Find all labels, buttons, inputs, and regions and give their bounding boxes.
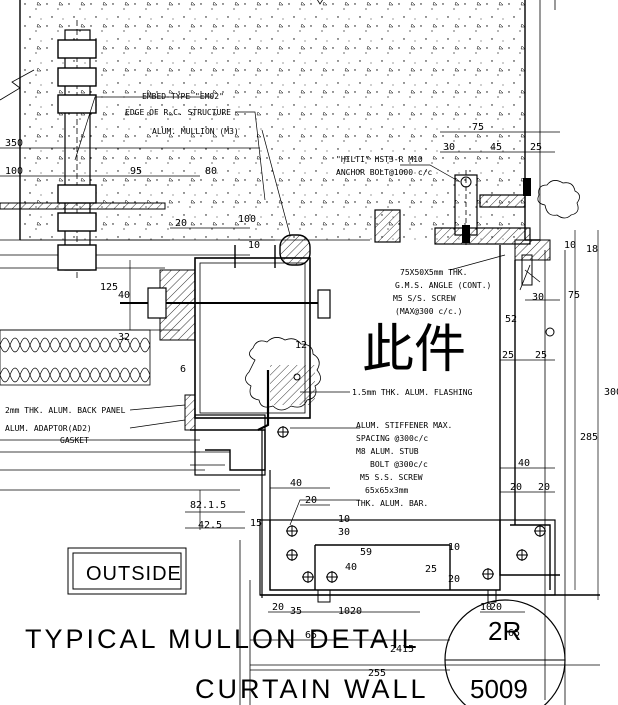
note-anchor-bolt: ANCHOR BOLT@1000 c/c [336,168,433,177]
dim-label: 75 [568,290,580,301]
dim-label: 20 [305,495,317,506]
dim-label: 18 [586,244,598,255]
dim-label: 30 [338,527,350,538]
dim-label: 30 [443,142,455,153]
dim-label: 255 [368,668,386,679]
dim-label: 300 [604,387,618,398]
dim-label: 15 [250,518,262,529]
dim-label: 25 [425,564,437,575]
dim-label: 95 [130,166,142,177]
dim-label: 52 [505,314,517,325]
note-hilti: "HILTI" HST3-R M10 [336,155,423,164]
dimension-labels: 350 100 95 80 20 100 10 75 30 45 25 10 1… [5,122,618,679]
dim-label: 10 [338,514,350,525]
dim-label: 20 [350,606,362,617]
note-angle-3: M5 S/S. SCREW [393,294,456,303]
note-stiffener-4: BOLT @300c/c [370,460,428,469]
dim-label: 350 [5,138,23,149]
note-back-panel: 2mm THK. ALUM. BACK PANEL [5,406,126,415]
flashing-area [245,337,321,431]
dim-label: 2415 [390,644,414,655]
dim-label: 32 [118,332,130,343]
dim-label: 25 [502,350,514,361]
note-flashing: 1.5mm THK. ALUM. FLASHING [352,388,473,397]
dimension-lines [0,131,600,671]
insulation [0,329,151,386]
note-adaptor: ALUM. ADAPTOR(AD2) [5,424,92,433]
dim-label: 10 [480,602,492,613]
dim-label: 35 [290,606,302,617]
note-angle-2: G.M.S. ANGLE (CONT.) [395,281,491,290]
note-angle-1: 75X50X5mm THK. [400,268,467,277]
dim-label: 10 [248,240,260,251]
dim-label: 75 [472,122,484,133]
outside-box: OUTSIDE [67,547,187,595]
dim-label: 10 [448,542,460,553]
dim-label: 40 [518,458,530,469]
dim-label: 82.1.5 [190,500,226,511]
dim-label: 40 [290,478,302,489]
note-embed: EMBED TYPE "EM02" [142,92,224,101]
note-gasket: GASKET [60,436,89,445]
dim-label: 65 [508,628,520,639]
dim-label: 100 [238,214,256,225]
note-stiffener-7: THK. ALUM. BAR. [356,499,428,508]
dim-label: 45 [490,142,502,153]
title-block: TYPICAL MULLON DETAIL CURTAIN WALL 2R 50… [25,599,566,705]
note-alum-mullion: ALUM. MULLION (M3) [152,127,239,136]
chinese-text: 此件 [362,320,466,380]
mullion-profile [120,234,331,476]
outside-label: OUTSIDE [86,563,182,585]
note-stiffener-2: SPACING @300c/c [356,434,428,443]
dim-label: 30 [532,292,544,303]
dim-label: 20 [538,482,550,493]
notes: EMBED TYPE "EM02" EDGE OF R.C. STRUCTURE… [5,92,491,508]
dim-label: 42.5 [198,520,222,531]
dim-label: 65 [305,630,317,641]
note-edge-rc: EDGE OF R.C. STRUCTURE [125,108,231,117]
dim-label: 40 [345,562,357,573]
dim-label: 25 [535,350,547,361]
note-angle-4: (MAX@300 c/c.) [395,307,462,316]
note-stiffener-5: M5 S.S. SCREW [360,473,423,482]
dim-label: 20 [175,218,187,229]
dim-label: 6 [180,364,186,375]
scale-label: 2R [488,616,521,646]
note-stiffener-6: 65x65x3mm [365,486,409,495]
drawing-number: 5009 [470,674,528,704]
note-stiffener-1: ALUM. STIFFENER MAX. [356,421,452,430]
dim-label: 25 [530,142,542,153]
embed-bolt [0,20,166,280]
dim-label: 125 [100,282,118,293]
dim-label: 20 [448,574,460,585]
dim-label: 12 [295,340,307,351]
dim-label: 20 [490,602,502,613]
dim-label: 20 [272,602,284,613]
leader-lines [74,96,506,526]
note-stiffener-3: M8 ALUM. STUB [356,447,419,456]
dim-label: 40 [118,290,130,301]
dim-label: 59 [360,547,372,558]
title-line-2: CURTAIN WALL [195,674,429,704]
dim-label: 10 [564,240,576,251]
dim-label: 285 [580,432,598,443]
dim-label: 10 [338,606,350,617]
dim-label: 20 [510,482,522,493]
dim-label: 80 [205,166,217,177]
stiffener-box [239,426,600,705]
dim-label: 100 [5,166,23,177]
title-line-1: TYPICAL MULLON DETAIL [25,624,420,654]
